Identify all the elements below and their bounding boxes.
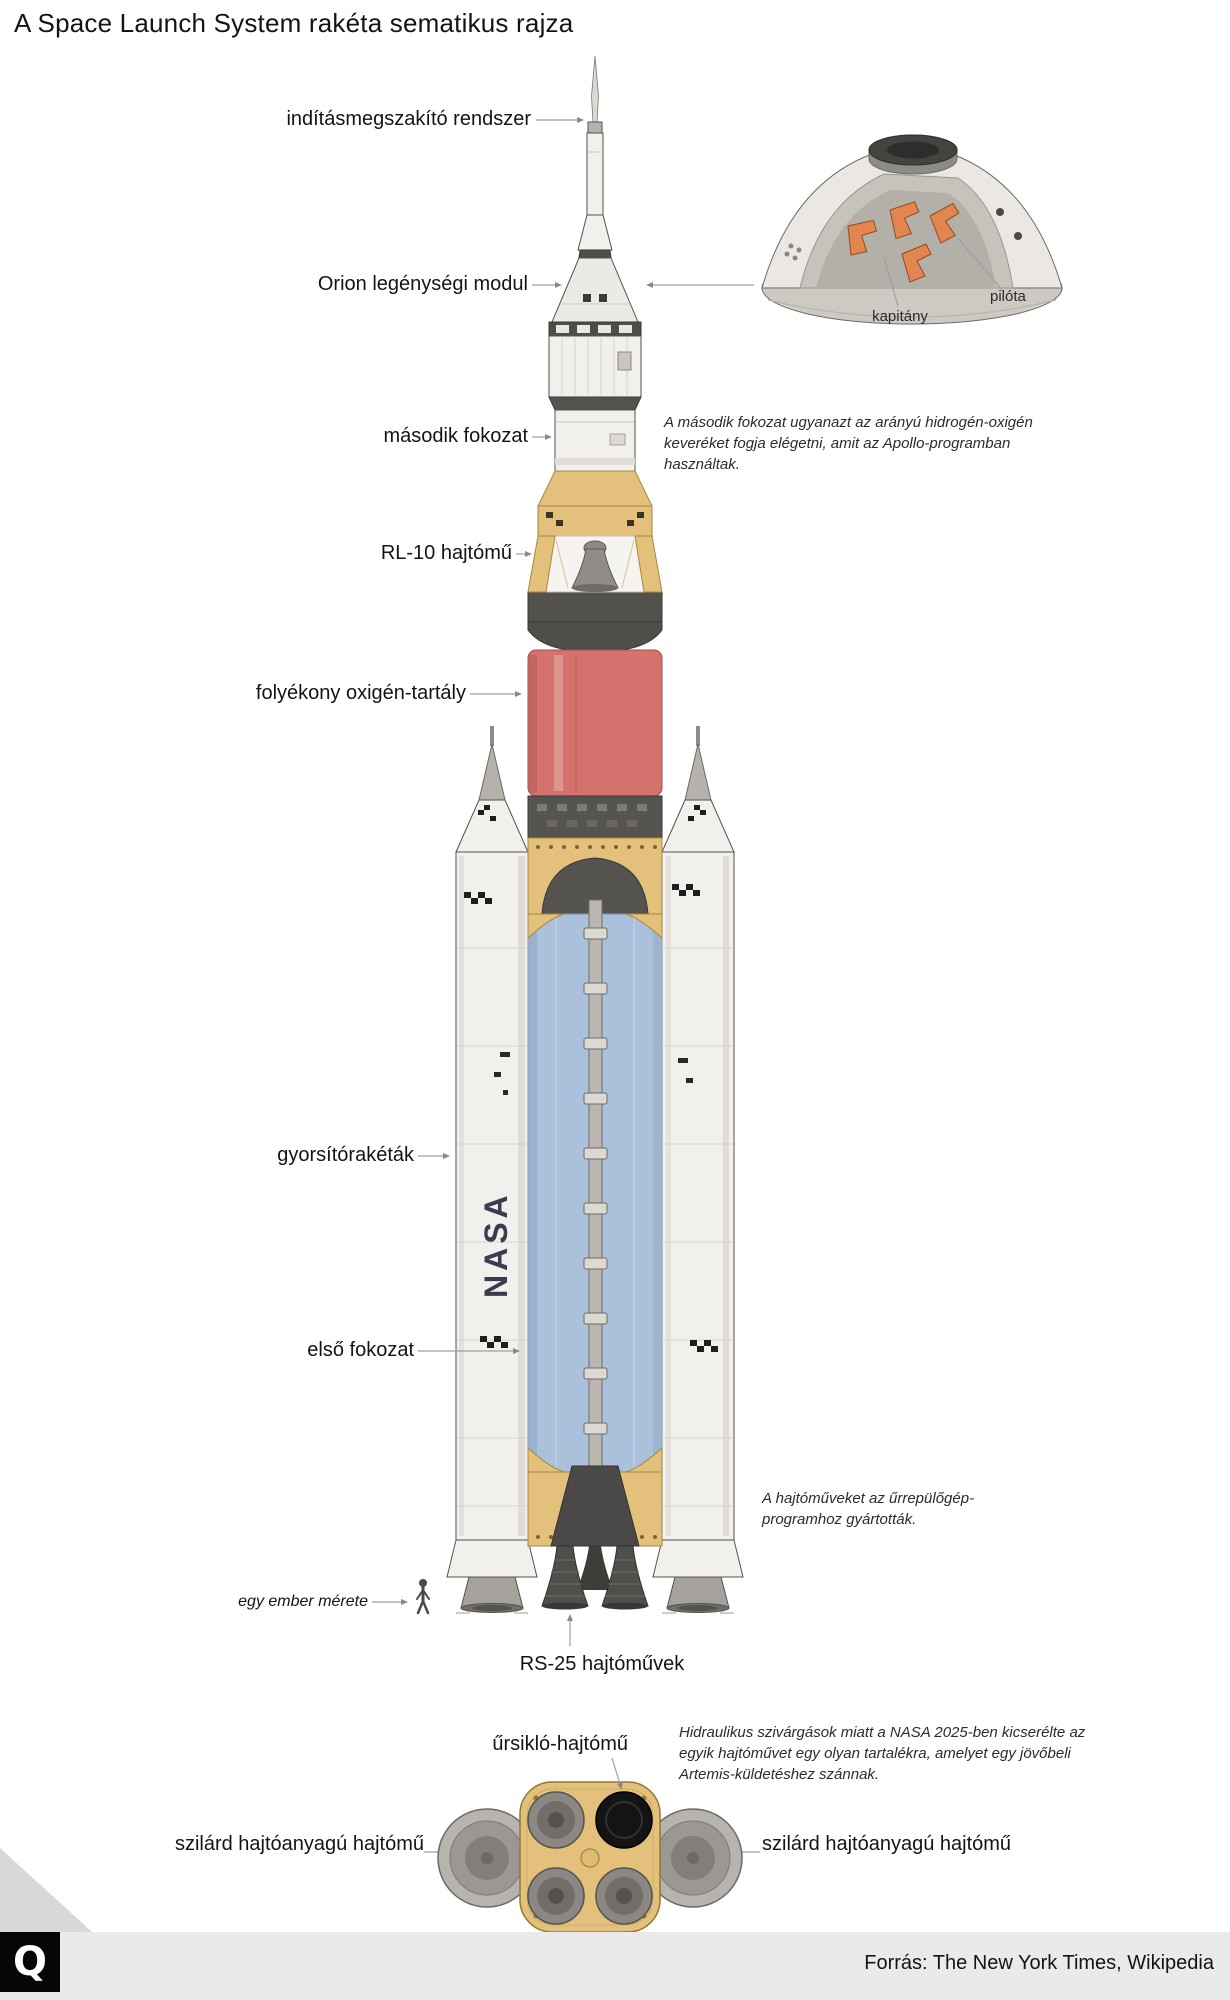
replaced-shuttle-engine: [595, 1791, 653, 1849]
crew-seats: [847, 201, 960, 283]
label-shuttle-engine: űrsikló-hajtómű: [492, 1733, 628, 1755]
label-srb-right: szilárd hajtóanyagú hajtómű: [762, 1833, 1012, 1855]
nasa-marking: NASA: [478, 1191, 514, 1298]
label-lox-tank: folyékony oxigén-tartály: [255, 682, 466, 704]
label-rl10-engine: RL-10 hajtómű: [380, 542, 512, 564]
upper-stack: [527, 55, 663, 593]
label-abort-system: indításmegszakító rendszer: [286, 108, 531, 130]
label-second-stage: második fokozat: [383, 425, 528, 447]
engines-bottom-view: [437, 1781, 743, 1933]
label-orion-module: Orion legénységi modul: [317, 273, 528, 295]
qubit-logo: Q: [0, 1932, 60, 1992]
note-engine-swap: Hidraulikus szivárgások miatt a NASA 202…: [679, 1724, 1086, 1783]
label-human-scale: egy ember mérete: [238, 1593, 368, 1610]
label-pilot: pilóta: [990, 288, 1026, 305]
label-srb-left: szilárd hajtóanyagú hajtómű: [174, 1833, 424, 1855]
rs25-engine-view-gray: [527, 1791, 653, 1925]
note-second-stage: A második fokozat ugyanazt az arányú hid…: [664, 414, 1033, 473]
core-stage: [527, 591, 663, 1610]
orion-capsule-inset: [761, 134, 1063, 325]
left-booster: NASA: [446, 726, 538, 1613]
srb-nozzle-right-view: [643, 1808, 743, 1908]
orion-capsule: [551, 257, 639, 323]
footer-source: Forrás: The New York Times, Wikipedia: [864, 1952, 1214, 1974]
footer-fold-decoration: [0, 1848, 92, 1932]
footer-band: [0, 1932, 1230, 2000]
pointer-lines: [372, 117, 1005, 1853]
abort-tower: [586, 132, 604, 216]
srb-nozzle-left-view: [437, 1808, 537, 1908]
lox-tank: [527, 649, 663, 797]
note-engines-origin: A hajtóműveket az űrrepülőgép-programhoz…: [762, 1490, 975, 1528]
label-captain: kapitány: [872, 308, 928, 325]
rl10-engine: [571, 540, 619, 592]
page-title: A Space Launch System rakéta sematikus r…: [14, 8, 574, 38]
rs25-engine-bells: [541, 1545, 649, 1610]
label-rs25-engines: RS-25 hajtóművek: [519, 1653, 685, 1675]
shuttle-engine-pointer: [611, 1757, 623, 1790]
human-scale-figure: [416, 1579, 430, 1615]
launch-abort-needle: [591, 55, 599, 123]
label-first-stage: első fokozat: [307, 1339, 414, 1361]
qubit-logo-letter: Q: [12, 1939, 47, 1985]
right-booster: [652, 726, 744, 1613]
label-boosters: gyorsítórakéták: [277, 1144, 414, 1166]
